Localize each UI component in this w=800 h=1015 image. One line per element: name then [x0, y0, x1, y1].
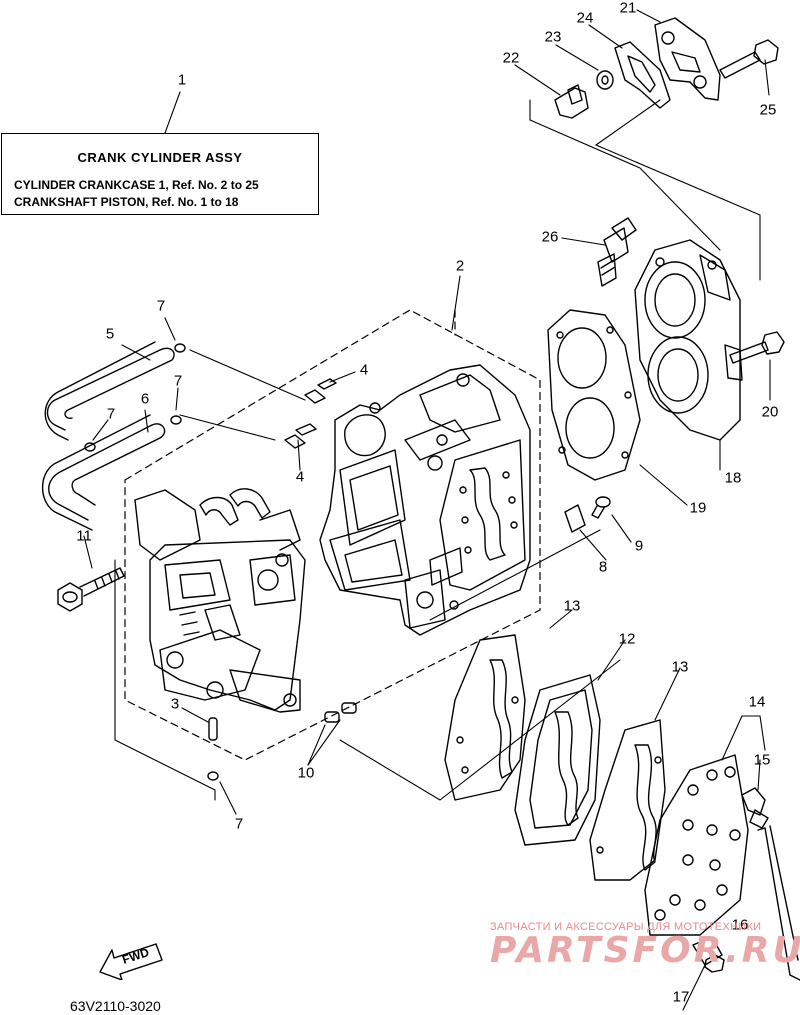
callout-11: 11 — [76, 527, 92, 545]
callout-10: 10 — [297, 764, 315, 782]
callout-7a: 7 — [156, 297, 166, 315]
cover-14 — [644, 754, 749, 936]
callout-24: 24 — [576, 9, 594, 27]
callout-9: 9 — [634, 537, 644, 555]
hose-5 — [44, 341, 175, 441]
hose-16 — [757, 825, 800, 981]
callout-7c: 7 — [106, 405, 116, 423]
callout-13b: 13 — [671, 658, 689, 676]
callout-7d: 7 — [234, 815, 244, 833]
cylinder-head-18 — [634, 239, 743, 441]
bolt-17 — [692, 936, 725, 973]
callout-18: 18 — [724, 469, 742, 487]
callout-4a: 4 — [359, 361, 369, 379]
sender-8 — [564, 504, 586, 533]
callout-7b: 7 — [173, 372, 183, 390]
callout-4b: 4 — [295, 468, 305, 486]
clip-7 — [84, 343, 219, 781]
gasket-24 — [614, 41, 671, 109]
callout-25: 25 — [759, 101, 777, 119]
cylinder-block-2 — [319, 364, 531, 636]
callout-5: 5 — [105, 325, 115, 343]
callout-22: 22 — [502, 49, 520, 67]
callout-15: 15 — [753, 751, 771, 769]
assembly-line-1: CYLINDER CRANKCASE 1, Ref. No. 2 to 25 — [14, 178, 259, 192]
gasket-13-right — [589, 719, 666, 881]
crankcase-left — [134, 488, 306, 713]
callout-23: 23 — [544, 28, 562, 46]
watermark-tagline: ЗАПЧАСТИ И АКСЕССУАРЫ ДЛЯ МОТОТЕХНИКИ — [490, 921, 762, 933]
assembly-line-2: CRANKSHAFT PISTON, Ref. No. 1 to 18 — [14, 195, 239, 209]
pin-3 — [208, 717, 218, 741]
callout-1: 1 — [177, 71, 187, 89]
screw-9 — [591, 496, 611, 519]
dashed-frame-crankcase — [124, 309, 541, 761]
callout-21: 21 — [619, 0, 637, 17]
gasket-13-left — [444, 634, 526, 801]
callout-17: 17 — [672, 988, 690, 1006]
callout-12: 12 — [618, 630, 636, 648]
assembly-title: CRANK CYLINDER ASSY — [77, 150, 243, 165]
callout-2: 2 — [455, 257, 465, 275]
callout-3: 3 — [170, 695, 180, 713]
exhaust-cover-21 — [654, 17, 721, 101]
spark-plug-26 — [597, 217, 637, 287]
callout-6: 6 — [140, 390, 150, 408]
callout-20: 20 — [761, 403, 779, 421]
bolt-20 — [729, 331, 785, 364]
callout-13a: 13 — [563, 597, 581, 615]
fitting-4 — [284, 378, 337, 449]
watermark-logo: PARTSFOR.RU — [490, 930, 800, 971]
callout-16: 16 — [731, 916, 749, 934]
bolt-25 — [719, 39, 779, 79]
head-gasket-19 — [547, 309, 641, 481]
callout-26: 26 — [541, 228, 559, 246]
bolt-11 — [57, 567, 125, 612]
dowel-pin-10 — [324, 702, 357, 723]
callout-14: 14 — [748, 693, 766, 711]
washer-23 — [596, 70, 614, 90]
plug-22 — [554, 84, 589, 119]
fwd-arrow-icon: FWD — [98, 940, 168, 981]
diagram-code: 63V2110-3020 — [70, 998, 161, 1014]
leader-lines — [83, 9, 771, 1011]
plate-12 — [514, 674, 601, 846]
hose-6 — [41, 414, 166, 531]
callout-19: 19 — [689, 499, 707, 517]
fitting-15 — [741, 787, 769, 829]
title-box: CRANK CYLINDER ASSY CYLINDER CRANKCASE 1… — [1, 133, 319, 215]
callout-8: 8 — [598, 558, 608, 576]
